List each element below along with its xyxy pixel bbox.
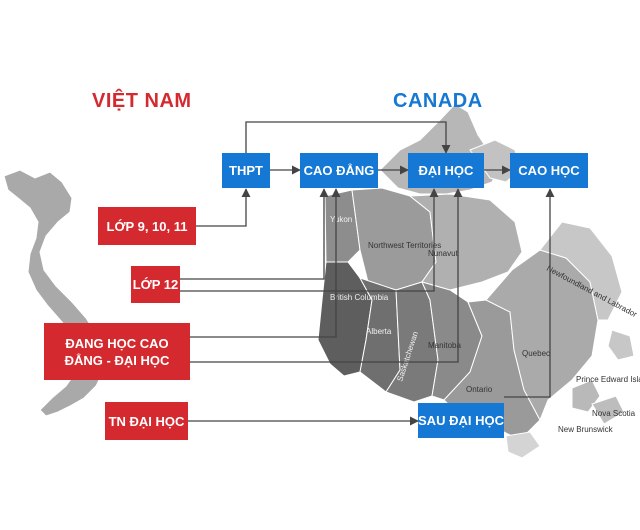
map-label-nova-scotia: Nova Scotia (592, 409, 636, 418)
canada-map: Yukon Northwest Territories Nunavut Brit… (317, 103, 640, 459)
vn-box-tn-dai-hoc: TN ĐẠI HỌC (105, 402, 188, 440)
vn-box-dang-hoc-cao-dang-dai-hoc: ĐANG HỌC CAO ĐẲNG - ĐẠI HỌC (44, 323, 190, 380)
vn-box-lop-12: LỚP 12 (131, 266, 180, 303)
arrow-lop12-cao-dang (180, 188, 329, 280)
map-label-pei: Prince Edward Island (576, 375, 640, 384)
map-label-northwest-territories: Northwest Territories (368, 241, 441, 250)
map-label-yukon: Yukon (330, 215, 352, 224)
map-label-ontario: Ontario (466, 385, 493, 394)
arrow-thpt-loop-dai-hoc (245, 121, 451, 154)
ca-box-thpt: THPT (222, 153, 270, 188)
arrow-lop9-thpt (196, 188, 251, 227)
connectors (180, 121, 555, 426)
ca-box-cao-dang: CAO ĐẲNG (300, 153, 378, 188)
canada-heading: CANADA (393, 90, 483, 112)
ca-box-dai-hoc: ĐẠI HỌC (408, 153, 484, 188)
vietnam-map (3, 169, 105, 417)
ca-box-sau-dai-hoc: SAU ĐẠI HỌC (418, 403, 504, 438)
map-label-alberta: Alberta (366, 327, 392, 336)
ca-box-cao-hoc: CAO HỌC (510, 153, 588, 188)
vn-box-lop-9-10-11: LỚP 9, 10, 11 (98, 207, 196, 245)
map-label-quebec: Quebec (522, 349, 550, 358)
map-label-british-columbia: British Columbia (330, 293, 389, 302)
vietnam-heading: VIỆT NAM (92, 90, 192, 112)
arrow-danghoc-cao-dang (190, 188, 341, 338)
map-label-new-brunswick: New Brunswick (558, 425, 614, 434)
arrow-sau-dai-hoc-cao-hoc (504, 188, 555, 398)
map-label-nunavut: Nunavut (428, 249, 459, 258)
arrow-danghoc-dai-hoc (190, 188, 463, 363)
arrow-lop12-dai-hoc (180, 188, 439, 292)
map-label-manitoba: Manitoba (428, 341, 461, 350)
